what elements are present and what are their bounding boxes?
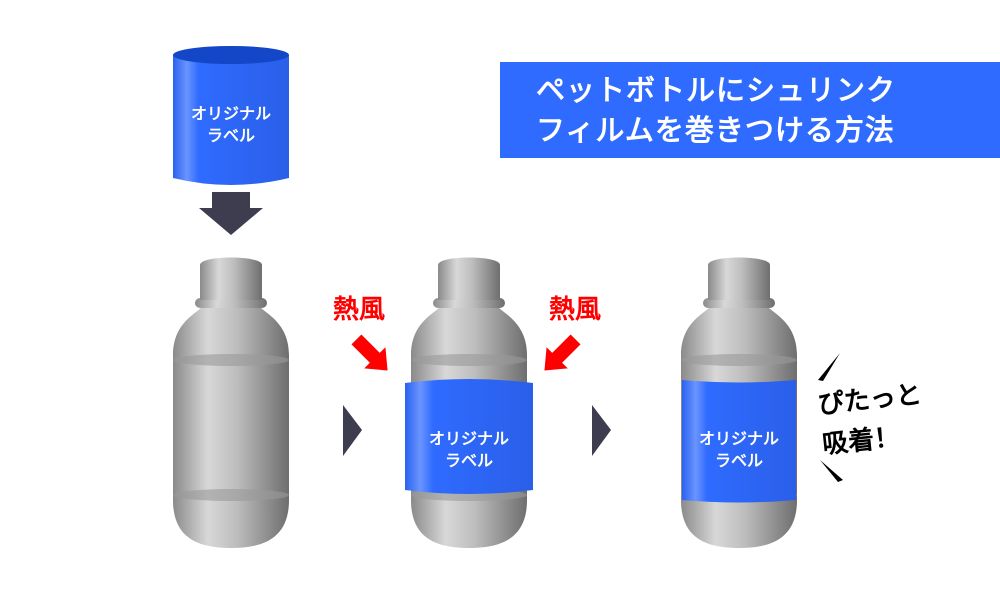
cylinder-label-text: オリジナル ラベル — [181, 103, 281, 147]
label-line-1: オリジナル — [190, 104, 271, 123]
label-line-2: ラベル — [206, 126, 255, 145]
label-line-1: オリジナル — [698, 429, 779, 448]
bottle-plain — [173, 257, 289, 548]
down-arrow-icon — [199, 192, 263, 235]
emphasis-line-icon — [818, 353, 840, 381]
bottle2-label-text: オリジナル ラベル — [419, 428, 519, 472]
bottle3-label-text: オリジナル ラベル — [689, 428, 789, 472]
hot-air-label-right: 熱風 — [549, 295, 602, 325]
shrunk-label — [682, 380, 796, 503]
loose-label — [405, 379, 533, 494]
title-banner: ペットボトルにシュリンク フィルムを巻きつける方法 — [500, 62, 1000, 158]
title-line-2: フィルムを巻きつける方法 — [536, 113, 895, 147]
hot-air-arrow-left-icon — [351, 334, 388, 371]
step-arrow-icon — [343, 405, 362, 456]
step-arrow-icon — [592, 405, 611, 456]
label-line-1: オリジナル — [428, 429, 509, 448]
title-line-1: ペットボトルにシュリンク — [536, 73, 897, 107]
hot-air-arrow-right-icon — [544, 334, 581, 371]
label-line-2: ラベル — [714, 451, 763, 470]
result-caption: ぴたっと 吸着！ — [816, 375, 928, 465]
emphasis-line-icon — [820, 460, 843, 482]
sleeve-label-cylinder — [173, 46, 289, 185]
label-line-2: ラベル — [444, 451, 493, 470]
hot-air-label-left: 熱風 — [333, 295, 386, 325]
